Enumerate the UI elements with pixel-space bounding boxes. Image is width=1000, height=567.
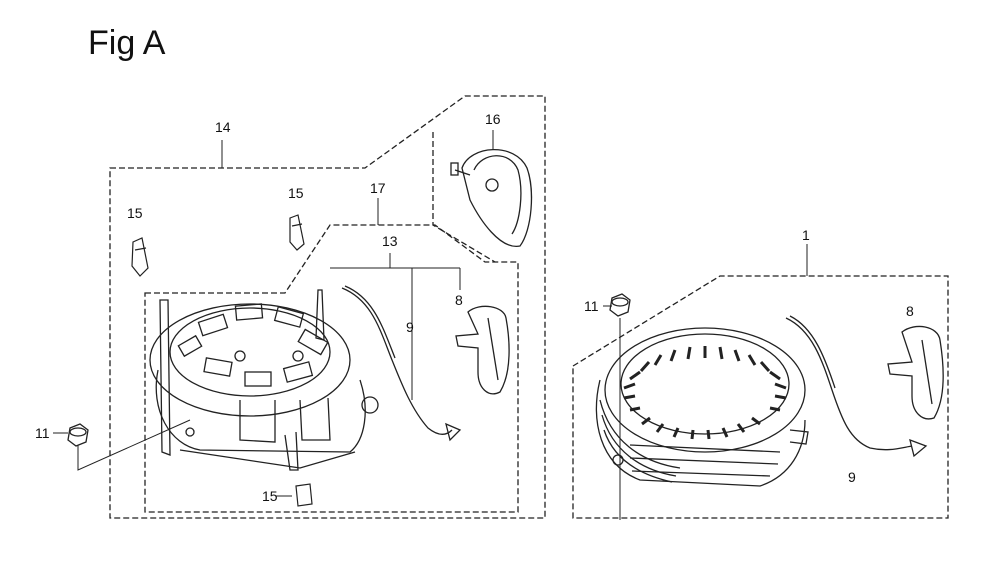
clip-15-left [131, 237, 149, 277]
callout-8-left: 8 [455, 292, 463, 308]
handle-8-right [887, 325, 944, 420]
callout-1: 1 [802, 227, 810, 243]
part-16-bracket [432, 132, 496, 263]
recoil-reel-left [149, 289, 379, 471]
rope-9-right [785, 317, 913, 451]
vent-slots-right [623, 346, 787, 440]
figure-title: Fig A [88, 24, 166, 62]
knot-right [909, 438, 928, 458]
callout-8-right: 8 [906, 303, 914, 319]
assembly-14-boundary [109, 95, 546, 519]
callout-15-top: 15 [288, 185, 304, 201]
callout-16: 16 [485, 111, 501, 127]
recoil-starter-right [595, 327, 809, 487]
rope-9-left [341, 287, 453, 435]
assembly-17-boundary [144, 224, 519, 513]
handle-8-left [455, 305, 510, 395]
callout-13: 13 [382, 233, 398, 249]
callout-9-left: 9 [406, 319, 414, 335]
callout-15-bottom: 15 [262, 488, 278, 504]
cover-16 [450, 148, 533, 247]
nut-11-right [609, 293, 631, 317]
nut-11-left [67, 423, 89, 447]
clip-15-bottom [295, 483, 313, 507]
clip-15-top [289, 214, 305, 251]
callout-14: 14 [215, 119, 231, 135]
callout-17: 17 [370, 180, 386, 196]
callout-15-left: 15 [127, 205, 143, 221]
callout-9-right: 9 [848, 469, 856, 485]
callout-11-left: 11 [35, 425, 50, 441]
knot-left [445, 422, 462, 442]
callout-11-right: 11 [584, 298, 599, 314]
